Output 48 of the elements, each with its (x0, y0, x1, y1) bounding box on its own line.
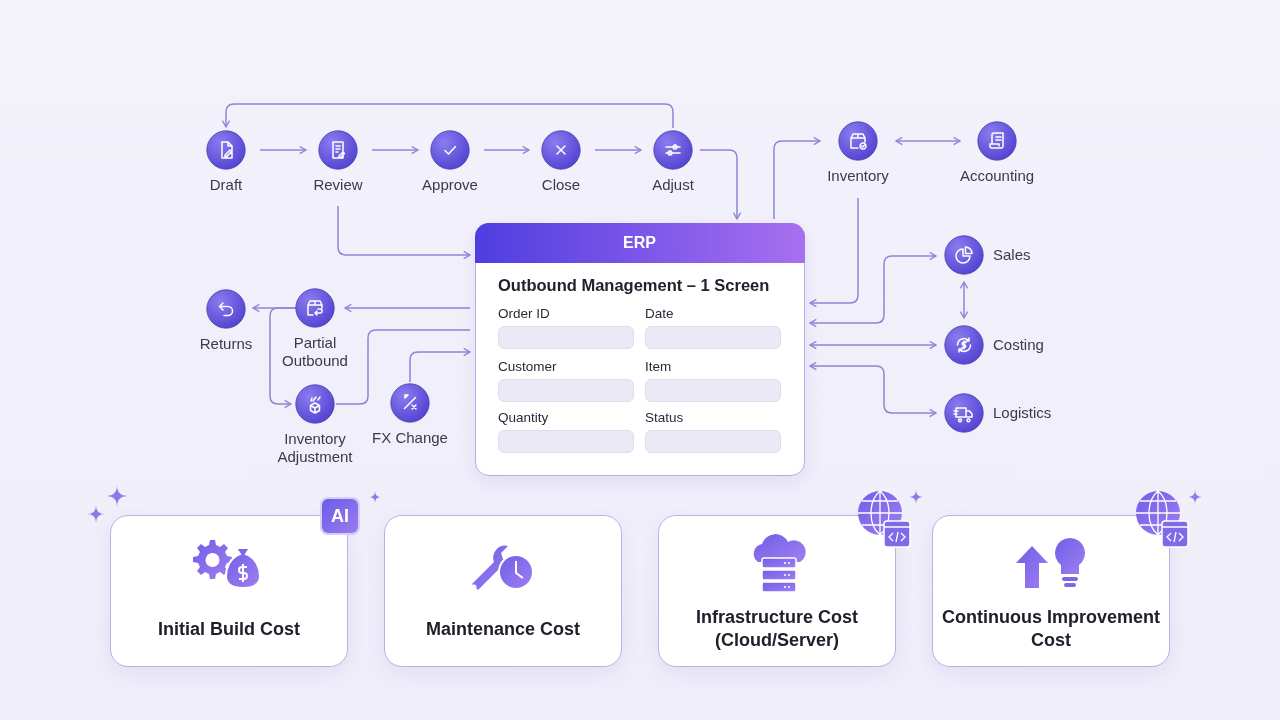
node-label: Logistics (993, 404, 1052, 422)
cost-card (932, 515, 1170, 667)
arrow (773, 136, 821, 220)
node-label: Close (541, 176, 581, 194)
node-label: FX Change (372, 429, 448, 447)
arrow (344, 303, 471, 313)
cost-card (658, 515, 896, 667)
arrow (959, 281, 969, 319)
node-label: Approve (422, 176, 478, 194)
card-title: Initial Build Cost (157, 617, 301, 641)
arrow (699, 149, 742, 220)
node-label: Accounting (959, 167, 1035, 185)
field-label: Customer (498, 359, 557, 374)
arrow (895, 136, 961, 146)
arrow (409, 347, 471, 383)
arrow (371, 145, 419, 155)
field-label: Item (645, 359, 672, 374)
arrow (337, 205, 471, 260)
arrow (809, 340, 937, 350)
arrow (483, 145, 530, 155)
node-label: Costing (993, 336, 1044, 354)
arrow (809, 197, 859, 308)
arrow (594, 145, 642, 155)
cost-card (384, 515, 622, 667)
node-label: Partial Outbound (281, 334, 349, 370)
node-label: Draft (209, 176, 243, 194)
arrow (221, 103, 674, 129)
card-header: ERP (474, 222, 805, 263)
field-label: Date (645, 306, 674, 321)
arrow (269, 307, 297, 409)
screen-title: Outbound Management – 1 Screen (498, 276, 770, 295)
node-label: Adjust (652, 176, 694, 194)
node-label: Inventory (827, 167, 889, 185)
node-label: Inventory Adjustment (276, 430, 354, 466)
card-title: Maintenance Cost (425, 617, 581, 641)
arrow (809, 251, 937, 328)
node-label: Returns (199, 335, 253, 353)
card-title: Continuous Improvement Cost (941, 606, 1161, 652)
field-label: Quantity (498, 410, 549, 425)
field-label: Status (645, 410, 684, 425)
field-label: Order ID (498, 306, 550, 321)
erp-screen-card (475, 223, 805, 476)
node-label: Sales (993, 246, 1031, 264)
arrow (809, 361, 937, 418)
arrow (259, 145, 307, 155)
node-label: Review (313, 176, 363, 194)
card-title: Infrastructure Cost (Cloud/Server) (695, 606, 859, 652)
ai-chip: AI (322, 499, 358, 533)
